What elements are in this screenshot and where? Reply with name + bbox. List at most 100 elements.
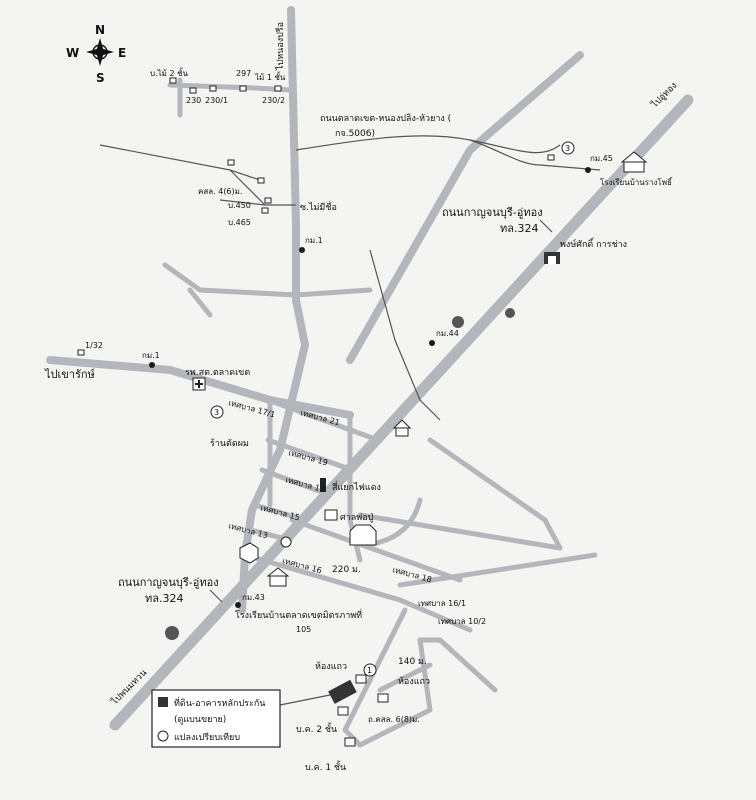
road-tessaban-17 xyxy=(259,467,333,498)
road-east-lower xyxy=(397,552,598,588)
legend-item-comparison: แปลงเปรียบเทียบ xyxy=(174,732,240,743)
compass-rose: N S E W xyxy=(66,23,126,85)
label-ban-mai-2: บ.ไม้ 2 ชั้น xyxy=(150,67,189,78)
road-east-branch xyxy=(357,437,563,551)
label-house-2: บ.ค. 2 ชั้น xyxy=(296,722,337,735)
label-no-wood: ซ.ไม่มีชื่อ xyxy=(300,200,337,213)
label-barber: ร้านตัดผม xyxy=(210,438,249,449)
label-230: 230 xyxy=(186,96,201,105)
marker-1: 1 xyxy=(367,666,372,675)
label-1-32: 1/32 xyxy=(85,341,103,350)
legend-box xyxy=(151,689,281,748)
label-465: บ.465 xyxy=(228,218,251,227)
traffic-light-icon xyxy=(320,478,326,492)
label-wood-1: ไม้ 1 ชั้น xyxy=(254,71,286,82)
label-shop: พงษ์ศักดิ์ การช่าง xyxy=(560,237,627,250)
tree-icon-2 xyxy=(505,308,515,318)
label-dist-220: 220 ม. xyxy=(332,565,361,575)
compass-e: E xyxy=(118,46,126,60)
circle-markers: 3 3 1 xyxy=(210,141,575,677)
label-tessaban-16-1: เทศบาล 16/1 xyxy=(418,599,466,608)
tree-icon-3 xyxy=(165,626,179,640)
minor-lines xyxy=(99,135,601,421)
landmark-icons xyxy=(165,151,648,747)
road-tessaban-19 xyxy=(265,437,355,473)
line-talat-khet xyxy=(295,135,561,154)
label-shophouse-1: ห้องแถว xyxy=(315,661,347,672)
label-shrine: ศาลพ่อปู่ xyxy=(340,513,374,523)
highway-arrow-1 xyxy=(539,219,553,233)
label-tessaban-10-2: เทศบาล 10/2 xyxy=(438,617,486,626)
label-km1-top: กม.1 xyxy=(305,236,323,245)
road-highway-324 xyxy=(109,94,694,731)
road-cross-upper xyxy=(162,262,373,298)
road-sao-rak xyxy=(46,356,354,419)
hospital-icon xyxy=(192,377,206,391)
compass-n: N xyxy=(95,23,105,37)
label-hospital: รพ.สต.ตลาดเขต xyxy=(185,368,250,378)
label-450: บ.450 xyxy=(228,201,251,210)
marker-3-left: 3 xyxy=(214,408,219,417)
compass-s: S xyxy=(96,71,105,85)
road-south-lane xyxy=(342,607,433,748)
compass-w: W xyxy=(66,46,79,60)
label-km44: กม.44 xyxy=(436,329,459,338)
label-road-talat-khet-code: กจ.5006) xyxy=(335,129,375,139)
shop-icon xyxy=(544,252,560,264)
label-kl4: คสล. 4(6)ม. xyxy=(198,187,242,196)
line-stream-top xyxy=(469,139,601,171)
building-icon-4 xyxy=(344,737,356,747)
label-km1-left: กม.1 xyxy=(142,351,160,360)
temple-icon xyxy=(392,419,412,437)
octagon-icon xyxy=(239,542,259,564)
road-tessaban-21 xyxy=(265,397,381,443)
label-230-1: 230/1 xyxy=(205,96,228,105)
road-tessaban-18 xyxy=(289,517,463,583)
school-icon-top xyxy=(620,151,648,173)
building-icon-3 xyxy=(337,706,349,716)
km-dots xyxy=(149,167,591,608)
road-lower-inner xyxy=(377,662,433,693)
label-house-1: บ.ค. 1 ชั้น xyxy=(305,760,346,773)
shrine-icon xyxy=(324,509,338,521)
house-markers xyxy=(77,77,555,356)
label-road-kl6: ถ.คสล. 6(8)ม. xyxy=(368,715,420,724)
label-school-bottom-no: 105 xyxy=(296,625,311,634)
line-curve-east xyxy=(369,249,441,421)
label-school-bottom: โรงเรียนบ้านตลาดเขตมิตรภาพที่ xyxy=(235,608,362,621)
tree-icon-1 xyxy=(452,316,464,328)
label-road-324-name-1: ถนนกาญจนบุรี-อู่ทอง xyxy=(442,206,543,219)
road-tessaban-15 xyxy=(252,502,308,523)
line-soi-2 xyxy=(219,199,266,206)
road-tessaban-16 xyxy=(242,552,473,633)
label-school-top: โรงเรียนบ้านรางโพธิ์ xyxy=(600,176,673,187)
label-km43: กม.43 xyxy=(242,593,265,602)
legend-swatch-parcel xyxy=(158,697,168,707)
building-icon-2 xyxy=(377,693,389,703)
label-road-324-2: ทล.324 xyxy=(145,592,183,605)
label-traffic-light: สี่แยกไฟแดง xyxy=(332,480,381,493)
road-left-branch xyxy=(187,287,213,318)
label-road-talat-khet: ถนนตลาดเขต-หนองปลิง-หัวยาง ( xyxy=(320,113,451,124)
subject-parcel xyxy=(328,679,357,704)
label-297: 297 xyxy=(236,69,251,78)
label-to-sao-rak: ไปเขารักษ์ xyxy=(44,368,95,381)
building-icon-1 xyxy=(355,674,367,684)
label-to-nong-preu: ไปหนองปรือ xyxy=(275,22,286,71)
gear-icon xyxy=(280,536,292,548)
road-northeast-to-top xyxy=(346,51,584,364)
legend: ที่ดิน-อาคารหลักประกัน (ดูแบนขยาย) แปลงเ… xyxy=(151,689,281,748)
label-km45: กม.45 xyxy=(590,154,613,163)
label-dist-140: 140 ม. xyxy=(398,657,427,667)
label-road-324-name-2: ถนนกาญจนบุรี-อู่ทอง xyxy=(118,576,219,589)
road-vertical-right xyxy=(347,412,363,563)
label-230-2: 230/2 xyxy=(262,96,285,105)
legend-item-parcel: ที่ดิน-อาคารหลักประกัน xyxy=(174,696,265,709)
market-icon xyxy=(349,524,377,546)
legend-item-parcel-sub: (ดูแบนขยาย) xyxy=(174,715,226,725)
school-icon-bottom xyxy=(266,567,290,587)
legend-swatch-comparison xyxy=(157,730,169,742)
highway-arrow-2 xyxy=(209,589,223,603)
road-network xyxy=(46,6,694,748)
